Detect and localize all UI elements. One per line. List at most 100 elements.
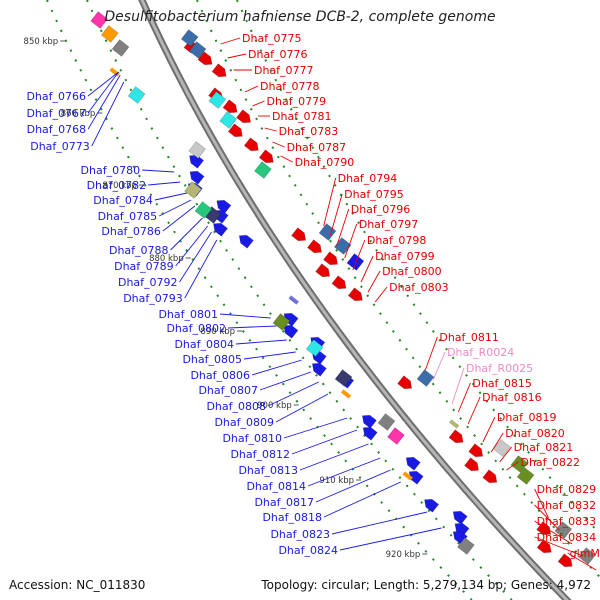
right-gene-label[interactable]: Dhaf_0796 [351,203,411,216]
right-gene-label[interactable]: Dhaf_0787 [287,141,347,154]
right-leader-line [272,141,285,148]
tick-label: 920 kbp [386,550,421,560]
left-gene-label[interactable]: Dhaf_0812 [230,448,290,461]
right-gene-label[interactable]: Dhaf_0821 [514,441,574,454]
right-gene-label[interactable]: Dhaf_0834 [537,531,597,544]
right-gene-label[interactable]: Dhaf_0783 [279,125,339,138]
right-leader-line [567,552,597,571]
tick-label: 890 kbp [200,327,235,337]
left-gene-label[interactable]: Dhaf_0813 [238,464,298,477]
left-gene-label[interactable]: Dhaf_0808 [206,400,266,413]
left-gene-label[interactable]: Dhaf_0784 [93,194,153,207]
right-leader-line [534,488,549,519]
right-gene-label[interactable]: Dhaf_0822 [520,456,580,469]
accession-text: Accession: NC_011830 [9,578,146,592]
red-gene-8 [258,149,274,164]
right-gene-label[interactable]: Dhaf_0779 [267,95,327,108]
left-gene-label[interactable]: Dhaf_0767 [26,107,86,120]
left-gene-label[interactable]: Dhaf_0801 [158,308,218,321]
red-gene-18 [464,457,479,472]
left-gene-label[interactable]: Dhaf_0809 [214,416,274,429]
left-leader-line [87,71,119,114]
right-gene-label[interactable]: Dhaf_0811 [439,331,499,344]
blue-gene-3 [216,199,232,214]
right-gene-label[interactable]: Dhaf_R0024 [447,346,514,359]
left-gene-label[interactable]: Dhaf_0785 [98,210,158,223]
left-leader-line [235,339,287,345]
left-gene-label[interactable]: Dhaf_0786 [101,225,161,238]
left-leader-line [315,469,391,503]
right-leader-line [336,208,350,247]
left-gene-label[interactable]: Dhaf_0788 [109,244,169,257]
right-leader-line [534,520,573,545]
gene-box-8 [188,141,207,159]
left-leader-line [91,81,125,147]
right-gene-label[interactable]: glmM [570,547,600,560]
gene-box-12 [194,201,213,219]
left-gene-label[interactable]: Dhaf_0824 [278,544,338,557]
left-gene-label[interactable]: Dhaf_0806 [190,369,250,382]
gene-box-1 [100,25,119,43]
right-leader-line [374,286,388,303]
right-gene-label[interactable]: Dhaf_0799 [375,250,435,263]
left-gene-label[interactable]: Dhaf_0810 [222,432,282,445]
right-gene-label[interactable]: Dhaf_0795 [344,188,404,201]
right-leader-line [506,461,519,471]
right-gene-label[interactable]: Dhaf_0816 [482,391,542,404]
right-gene-label[interactable]: Dhaf_0800 [382,265,442,278]
right-leader-line [227,53,247,59]
dot-guide-3 [236,0,600,536]
left-leader-line [170,217,203,251]
right-gene-label[interactable]: Dhaf_0820 [505,427,565,440]
right-gene-label[interactable]: Dhaf_0777 [254,64,314,77]
left-gene-label[interactable]: Dhaf_0807 [198,384,258,397]
left-gene-label[interactable]: Dhaf_0802 [166,322,226,335]
blue-gene-18 [452,510,468,525]
right-gene-label[interactable]: Dhaf_0778 [260,80,320,93]
blue-gene-11 [311,362,327,377]
right-gene-label[interactable]: Dhaf_0829 [537,483,597,496]
right-gene-label[interactable]: Dhaf_0832 [537,499,597,512]
left-gene-label[interactable]: Dhaf_0766 [26,90,86,103]
left-gene-label[interactable]: Dhaf_0818 [262,511,322,524]
left-gene-label[interactable]: Dhaf_0780 [81,164,141,177]
left-gene-label[interactable]: Dhaf_0773 [30,140,90,153]
left-leader-line [148,181,181,186]
gene-box-24 [516,467,535,485]
right-gene-label[interactable]: Dhaf_0790 [295,156,355,169]
left-gene-label[interactable]: Dhaf_0814 [246,480,306,493]
left-gene-label[interactable]: Dhaf_0805 [182,353,242,366]
left-gene-label[interactable]: Dhaf_0823 [270,528,330,541]
left-gene-label[interactable]: Dhaf_0789 [114,260,174,273]
left-gene-label[interactable]: Dhaf_0792 [118,276,178,289]
right-gene-label[interactable]: Dhaf_0833 [537,515,597,528]
left-gene-label[interactable]: Dhaf_0782 [87,179,147,192]
right-gene-label[interactable]: Dhaf_0798 [367,234,427,247]
right-gene-label[interactable]: Dhaf_0794 [338,172,398,185]
left-gene-label[interactable]: Dhaf_0793 [123,292,183,305]
left-leader-line [323,481,401,518]
dot-guide-2 [196,0,600,579]
red-gene-13 [331,275,347,290]
left-gene-label[interactable]: Dhaf_0817 [254,496,314,509]
right-gene-label[interactable]: Dhaf_0815 [472,377,532,390]
right-gene-label[interactable]: Dhaf_R0025 [466,362,533,375]
gene-box-19 [416,369,435,387]
left-gene-label[interactable]: Dhaf_0768 [27,123,87,136]
right-gene-label[interactable]: Dhaf_0803 [389,281,449,294]
red-gene-9 [291,227,307,242]
right-gene-label[interactable]: Dhaf_0776 [248,48,308,61]
gene-features [90,11,596,568]
left-leader-line [299,443,369,471]
right-gene-label[interactable]: Dhaf_0775 [242,32,302,45]
right-leader-line [244,85,259,93]
left-gene-label[interactable]: Dhaf_0804 [174,338,234,351]
topology-text: Topology: circular; Length: 5,279,134 bp… [261,578,591,592]
tick-label: 870 kbp [102,181,137,191]
left-leader-line [259,371,312,391]
red-gene-7 [243,137,259,152]
right-gene-label[interactable]: Dhaf_0819 [497,411,557,424]
right-gene-label[interactable]: Dhaf_0797 [359,218,419,231]
right-gene-label[interactable]: Dhaf_0781 [272,110,332,123]
gene-box-9 [254,161,272,179]
